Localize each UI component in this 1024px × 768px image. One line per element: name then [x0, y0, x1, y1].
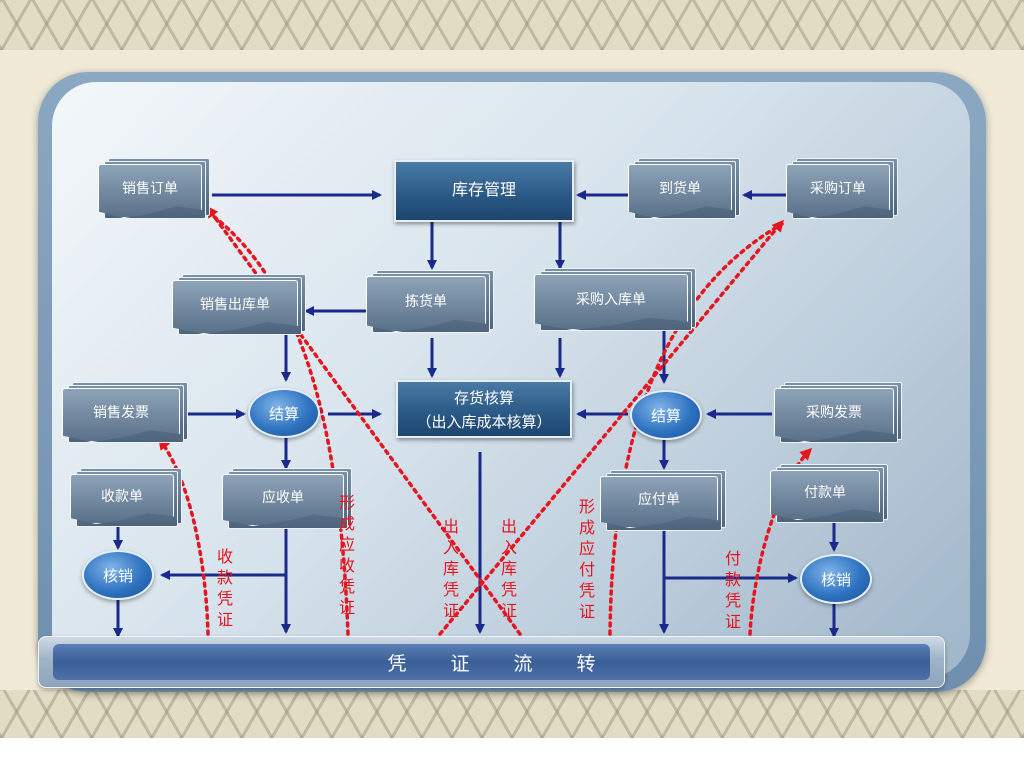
node-inventory-management: 库存管理: [394, 160, 574, 222]
inventory-accounting-line2: （出入库成本核算）: [416, 413, 552, 431]
voucher-flow-char-1: 凭: [387, 652, 407, 675]
inventory-accounting-line1: 存货核算: [453, 389, 514, 407]
node-settle-left: 结算: [248, 388, 320, 438]
annotation-payment-voucher: 付款凭证: [724, 549, 741, 631]
annotation-form-receivable-voucher: 形成应收凭证: [338, 493, 355, 617]
node-receivable: 应收单: [222, 468, 352, 534]
node-sales-outbound: 销售出库单: [172, 274, 306, 342]
node-receipt: 收款单: [70, 468, 182, 532]
node-arrival: 到货单: [628, 158, 740, 226]
voucher-flow-char-3: 流: [513, 652, 533, 675]
node-writeoff-left: 核销: [82, 550, 154, 600]
node-purchase-order: 采购订单: [786, 158, 898, 226]
node-settle-right: 结算: [630, 390, 702, 440]
annotation-form-payable-voucher: 形成应付凭证: [578, 497, 595, 621]
voucher-flow-label: 凭 证 流 转: [53, 644, 930, 680]
inventory-management-label: 库存管理: [451, 180, 516, 199]
node-purchase-invoice: 采购发票: [774, 382, 902, 450]
dotted-form-receivable: [206, 210, 350, 636]
voucher-flow-char-4: 转: [576, 652, 596, 675]
dotted-payment-voucher: [748, 447, 813, 636]
annotation-receipt-voucher: 收款凭证: [216, 547, 233, 629]
node-payment: 付款单: [770, 464, 888, 528]
node-sales-invoice: 销售发票: [62, 382, 188, 450]
node-inventory-accounting: 存货核算 （出入库成本核算）: [396, 380, 572, 438]
dotted-voucher-to-purchaseorder: [438, 219, 784, 636]
dotted-receipt-voucher: [158, 437, 210, 636]
node-payable: 应付单: [600, 470, 726, 536]
annotation-io-voucher-left: 出入库凭证: [442, 517, 459, 620]
node-picking: 拣货单: [366, 270, 494, 340]
dotted-form-payable: [608, 222, 784, 636]
annotation-io-voucher-right: 出入库凭证: [500, 517, 517, 620]
decorative-top-border: [0, 0, 1024, 50]
voucher-flow-bar: 凭 证 流 转: [38, 636, 945, 688]
decorative-bottom-border: [0, 690, 1024, 738]
voucher-flow-char-2: 证: [450, 652, 470, 675]
node-sales-order: 销售订单: [98, 158, 210, 226]
node-writeoff-right: 核销: [800, 554, 872, 604]
node-purchase-inbound: 采购入库单: [534, 268, 696, 338]
